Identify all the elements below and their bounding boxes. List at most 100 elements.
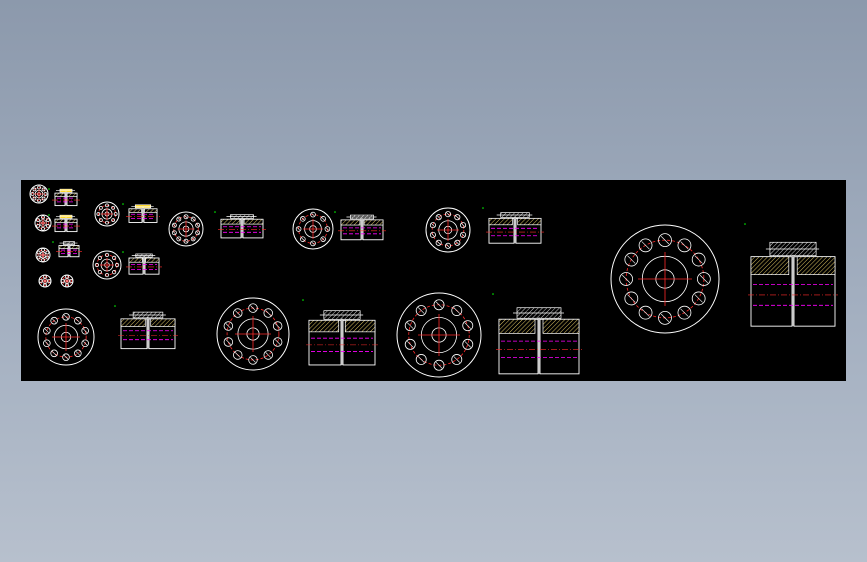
bolt-hole [691,252,706,267]
bolt-hole [46,218,50,223]
bolt-hole [233,308,243,318]
bolt-hole [37,198,41,203]
bolt-hole [97,255,102,260]
bolt-hole [233,350,243,360]
bolt-hole [171,222,177,228]
bolt-hole [248,355,258,365]
bolt-hole [697,272,711,286]
bolt-hole [43,327,51,335]
section-view [52,241,82,258]
bolt-hole [248,303,258,313]
bolt-hole [263,350,273,360]
bolt-hole [38,279,43,283]
bolt-hole [98,205,103,210]
section-view [48,188,80,207]
bolt-hole [429,222,436,229]
bolt-hole [624,291,639,306]
bolt-hole [37,185,41,190]
bolt-hole [451,305,463,316]
flange-view [60,274,74,288]
bolt-hole [190,216,196,222]
bolt-hole [300,236,306,242]
bolt-hole [272,321,283,331]
bolt-hole [41,215,45,220]
flange-view [35,247,51,263]
bolt-hole [50,316,58,325]
bolt-hole [272,337,283,347]
bolt-hole [638,238,653,253]
flange-view [92,250,122,280]
bolt-hole [658,311,672,325]
bolt-hole [111,205,116,210]
bolt-hole [105,220,109,225]
bolt-hole [50,349,58,358]
bolt-hole [176,216,182,222]
bolt-hole [74,349,82,358]
bolt-hole [462,320,474,332]
bolt-hole [36,223,40,228]
bolt-hole [404,320,416,332]
bolt-hole [104,273,110,278]
bolt-hole [46,223,50,228]
bolt-hole [111,218,116,223]
bolt-hole [65,274,69,279]
bolt-hole [658,233,672,247]
bolt-hole [320,236,326,242]
bolt-hole [454,239,461,246]
section-view [482,207,544,244]
bolt-hole [677,305,692,320]
bolt-hole [460,222,467,229]
bolt-hole [415,305,427,316]
bolt-hole [454,214,461,221]
bolt-hole [183,238,189,244]
bolt-hole [43,274,47,279]
bolt-hole [43,192,48,196]
flange-view [168,211,204,247]
bolt-hole [69,279,74,283]
bolt-hole [624,252,639,267]
bolt-hole [62,313,70,321]
bolt-hole [62,353,70,361]
bolt-hole [460,231,467,238]
flange-view [610,224,720,334]
bolt-hole [638,305,653,320]
cad-drawing-canvas[interactable] [21,180,846,381]
bolt-hole [404,338,416,350]
bolt-hole [195,222,201,228]
bolt-hole [451,354,463,365]
flange-view [38,274,52,288]
bolt-hole [112,270,117,275]
bolt-hole [183,214,189,220]
bolt-hole [45,255,50,260]
bolt-hole [81,339,89,347]
bolt-hole [435,239,442,246]
flange-view [292,208,334,250]
bolt-hole [190,236,196,242]
flange-view [94,201,120,227]
bolt-hole [295,226,302,232]
bolt-hole [115,262,120,268]
bolt-hole [65,283,69,288]
section-view [302,299,378,366]
flange-view [34,214,52,232]
bolt-hole [263,308,273,318]
bolt-hole [429,231,436,238]
flange-view [216,297,290,371]
bolt-hole [104,252,110,257]
flange-view [425,207,471,253]
bolt-hole [41,248,45,252]
section-view [334,211,386,241]
bolt-hole [435,214,442,221]
bolt-hole [30,192,35,196]
bolt-hole [444,242,452,249]
bolt-hole [433,299,445,311]
bolt-hole [32,187,37,192]
bolt-hole [223,337,234,347]
bolt-hole [81,327,89,335]
bolt-hole [223,321,234,331]
bolt-hole [195,230,201,236]
bolt-hole [415,354,427,365]
section-view [48,214,80,233]
bolt-hole [462,338,474,350]
